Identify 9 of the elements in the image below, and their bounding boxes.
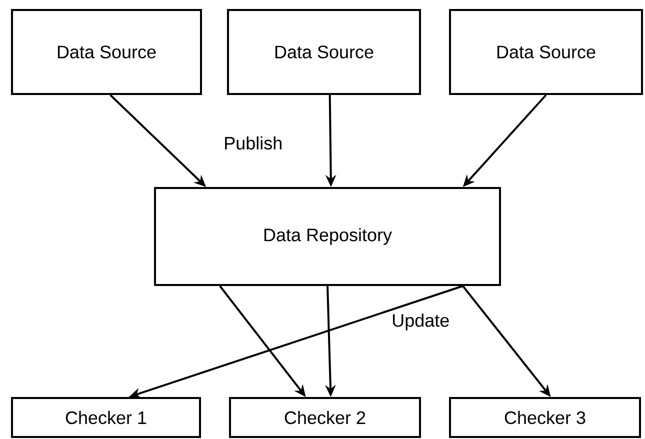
annotation-label: Update [392, 314, 449, 330]
process-box: Checker 3 [449, 397, 641, 438]
process-box: Data Source [449, 9, 643, 95]
process-box: Checker 2 [229, 397, 421, 438]
process-box: Data Repository [154, 187, 501, 286]
process-box: Data Source [227, 9, 421, 95]
annotation-label: Publish [225, 136, 282, 150]
process-box: Data Source [11, 9, 202, 95]
process-box: Checker 1 [11, 397, 201, 438]
